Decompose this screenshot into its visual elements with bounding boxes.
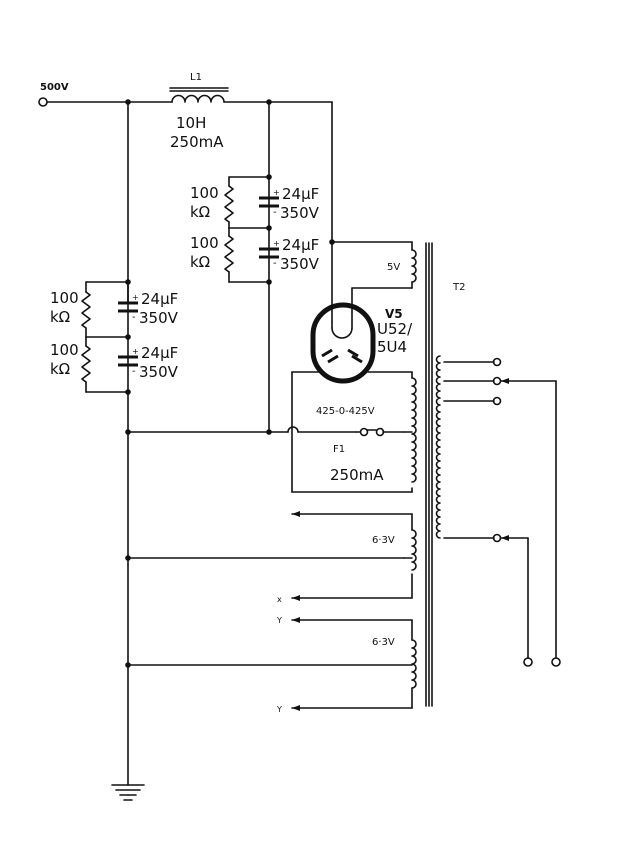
resistor-left-1-unit: kΩ — [50, 308, 70, 326]
primary-taps — [443, 357, 561, 667]
cap-plus: + — [132, 293, 139, 302]
resistor-mid-1-unit: kΩ — [190, 203, 210, 221]
capacitor-left-1-value: 24μF — [141, 290, 178, 308]
primary-bottom — [443, 533, 533, 667]
middle-rc-bank — [224, 176, 279, 283]
resistor-left-2-value: 100 — [50, 341, 79, 359]
capacitor-left-2-value: 24μF — [141, 344, 178, 362]
choke-ref-label: L1 — [190, 72, 202, 83]
heater-mark-x: x — [277, 595, 282, 604]
fuse-F1 — [359, 427, 369, 437]
heater-b-voltage-label: 6·3V — [372, 637, 395, 648]
resistor-mid-1-value: 100 — [190, 184, 219, 202]
cap-plus: + — [132, 347, 139, 356]
resistor-left-2-unit: kΩ — [50, 360, 70, 378]
cap-plus: + — [273, 188, 280, 197]
winding-5v — [411, 249, 417, 283]
valve-type-line1: U52/ — [377, 320, 413, 338]
input-terminal — [38, 97, 173, 107]
cap-minus: - — [132, 366, 136, 377]
resistor-mid-2-value: 100 — [190, 234, 219, 252]
heater-mark-y1: Y — [276, 616, 282, 625]
cap-plus: + — [273, 239, 280, 248]
fuse-rating-label: 250mA — [330, 466, 384, 484]
resistor-left-1-value: 100 — [50, 289, 79, 307]
capacitor-left-2-voltage: 350V — [139, 363, 179, 381]
heater-a-voltage-label: 6·3V — [372, 535, 395, 546]
capacitor-mid-2-voltage: 350V — [280, 255, 320, 273]
capacitor-mid-1-value: 24μF — [282, 185, 319, 203]
choke-current-label: 250mA — [170, 133, 224, 151]
choke-inductance-label: 10H — [176, 114, 206, 132]
heater-6v3-a-leads — [127, 511, 413, 601]
left-rail — [125, 99, 131, 786]
fuse-ref-label: F1 — [333, 444, 345, 455]
capacitor-mid-1-voltage: 350V — [280, 204, 320, 222]
winding-6v3-b — [411, 639, 417, 689]
middle-rail — [266, 99, 272, 435]
left-rc-bank — [81, 281, 138, 393]
heater-mark-y2: Y — [276, 705, 282, 714]
winding-6v3-a — [411, 529, 417, 571]
capacitor-mid-2-value: 24μF — [282, 236, 319, 254]
resistor-left-2 — [81, 345, 91, 383]
mains-terminal-2 — [551, 657, 561, 667]
ht-secondary-loop — [291, 371, 413, 493]
valve-ref-label: V5 — [385, 307, 403, 321]
heater-6v3-b-leads — [127, 617, 413, 711]
resistor-left-1 — [81, 291, 91, 329]
ground-symbol — [111, 784, 145, 801]
ground-bus — [127, 426, 357, 433]
resistor-mid-2-unit: kΩ — [190, 253, 210, 271]
secondary-voltage-label: 425-0-425V — [316, 406, 375, 417]
winding-primary — [435, 355, 441, 539]
resistor-mid-2 — [224, 235, 234, 273]
heater-5v-label: 5V — [387, 262, 400, 273]
mains-terminal-1 — [523, 657, 533, 667]
winding-ht — [411, 377, 417, 483]
transformer-T2 — [403, 242, 441, 707]
cap-minus: - — [273, 207, 277, 218]
valve-V5 — [291, 239, 413, 384]
choke-L1 — [169, 87, 333, 243]
resistor-mid-1 — [224, 185, 234, 223]
cap-minus: - — [132, 312, 136, 323]
input-voltage-label: 500V — [40, 82, 69, 93]
transformer-ref-label: T2 — [452, 282, 465, 293]
cap-minus: - — [273, 258, 277, 269]
valve-type-line2: 5U4 — [377, 338, 407, 356]
capacitor-left-1-voltage: 350V — [139, 309, 179, 327]
